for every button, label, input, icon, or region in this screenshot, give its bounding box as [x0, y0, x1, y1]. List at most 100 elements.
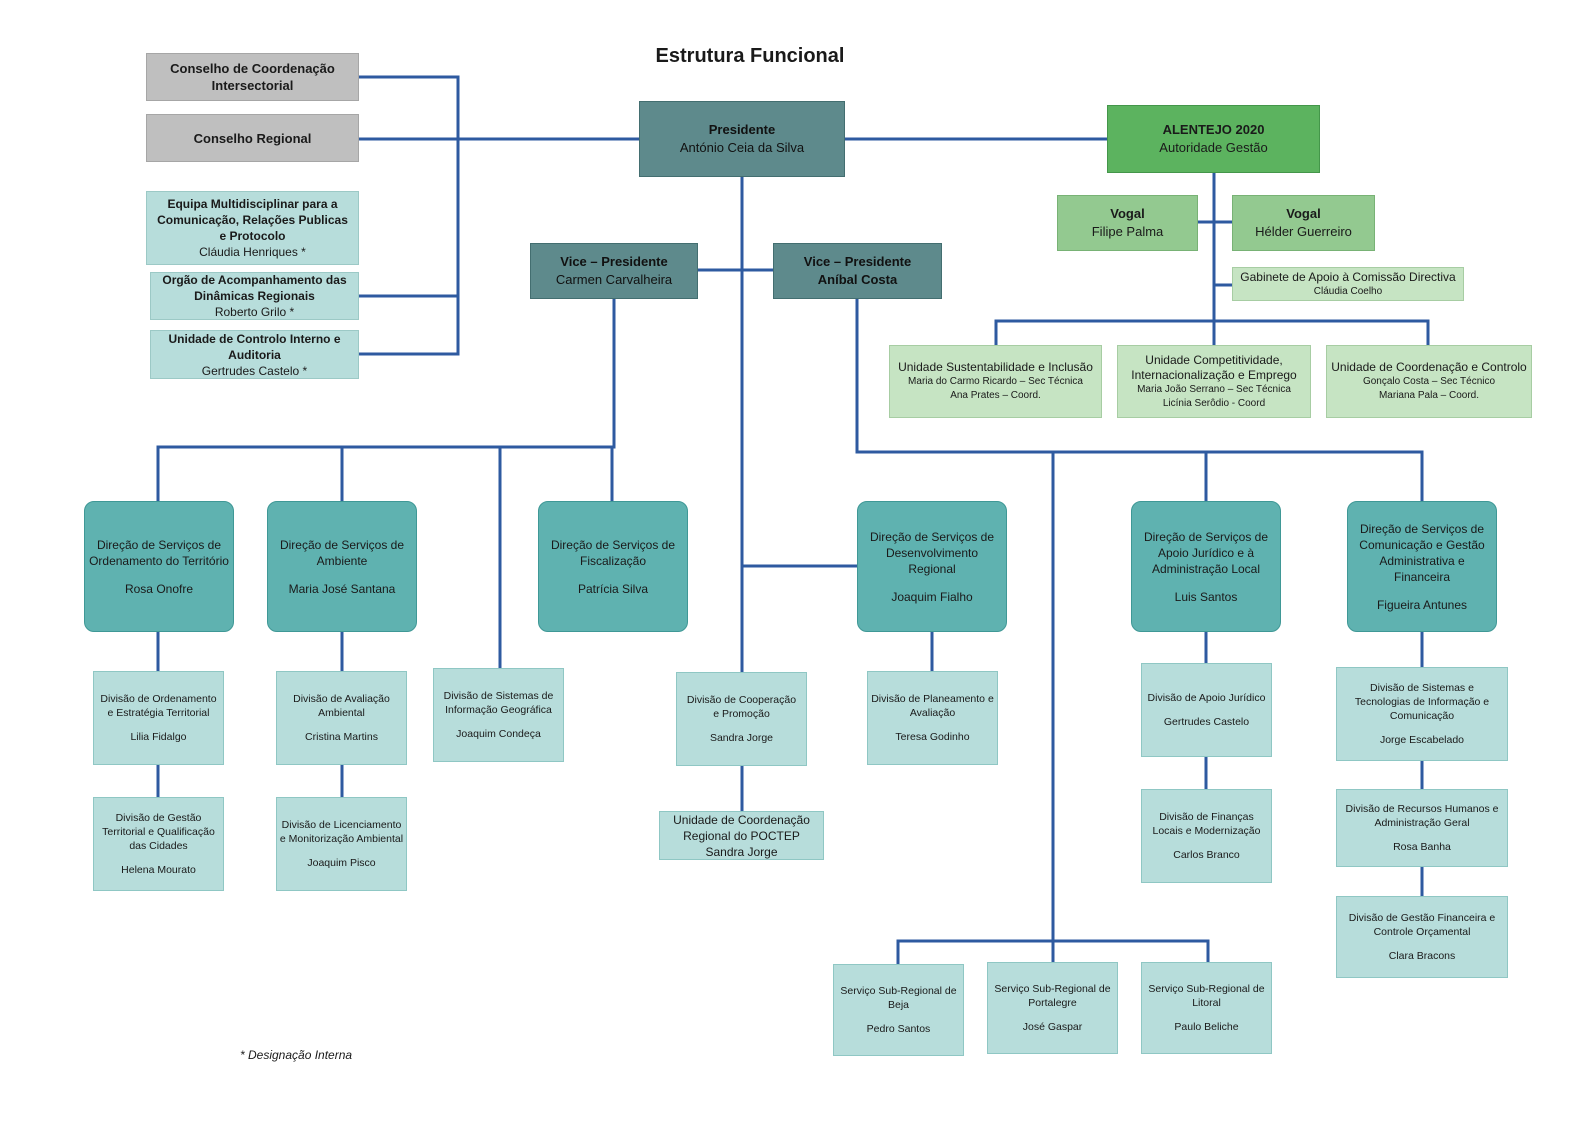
- unit-coordenacao-line2: Mariana Pala – Coord.: [1378, 390, 1480, 401]
- unit-poctep-person: Sandra Jorge: [705, 844, 778, 859]
- gabinete-box[interactable]: Gabinete de Apoio à Comissão Directiva C…: [1232, 267, 1464, 301]
- vice-president-1-box[interactable]: Vice – Presidente Carmen Carvalheira: [530, 243, 698, 299]
- unit-coordenacao-line1: Gonçalo Costa – Sec Técnico: [1362, 376, 1496, 387]
- staff-team-box[interactable]: Equipa Multidisciplinar para a Comunicaç…: [146, 191, 359, 265]
- service-beja[interactable]: Serviço Sub-Regional de Beja Pedro Santo…: [833, 964, 964, 1056]
- unit-competitividade-box[interactable]: Unidade Competitividade, Internacionaliz…: [1117, 345, 1311, 418]
- division-sistemas-tic[interactable]: Divisão de Sistemas e Tecnologias de Inf…: [1336, 667, 1508, 761]
- staff-control-person: Gertrudes Castelo *: [201, 363, 308, 378]
- division-licenciamento-person: Joaquim Pisco: [307, 857, 376, 869]
- unit-competitividade-line2: Licínia Serôdio - Coord: [1162, 397, 1266, 409]
- division-avaliacao-ambiental-person: Cristina Martins: [305, 731, 378, 743]
- direction-ordenamento-person: Rosa Onofre: [124, 581, 194, 596]
- service-litoral-person: Paulo Beliche: [1174, 1021, 1239, 1033]
- direction-ambiente-person: Maria José Santana: [288, 581, 396, 596]
- division-planeamento[interactable]: Divisão de Planeamento e Avaliação Teres…: [867, 671, 998, 765]
- direction-comunicacao-name: Direção de Serviços de Comunicação e Ges…: [1359, 521, 1485, 584]
- division-sistemas-tic-person: Jorge Escabelado: [1379, 734, 1465, 746]
- division-recursos-humanos-name: Divisão de Recursos Humanos e Administra…: [1345, 803, 1499, 829]
- staff-team-name: Equipa Multidisciplinar para a Comunicaç…: [157, 197, 348, 243]
- division-apoio-juridico-person: Gertrudes Castelo: [1163, 716, 1250, 728]
- division-financas-locais-person: Carlos Branco: [1173, 849, 1240, 861]
- division-planeamento-person: Teresa Godinho: [895, 731, 970, 743]
- service-litoral-name: Serviço Sub-Regional de Litoral: [1148, 983, 1265, 1009]
- council-coordination-label: Conselho de Coordenação Intersectorial: [170, 61, 335, 93]
- vice-president-1-name: Carmen Carvalheira: [555, 272, 673, 287]
- gabinete-name: Gabinete de Apoio à Comissão Directiva: [1240, 269, 1456, 284]
- division-cooperacao-name: Divisão de Cooperação e Promoção: [686, 694, 797, 720]
- unit-coordenacao-box[interactable]: Unidade de Coordenação e Controlo Gonçal…: [1326, 345, 1532, 418]
- staff-team-person: Cláudia Henriques *: [199, 245, 306, 259]
- direction-ambiente[interactable]: Direção de Serviços de Ambiente Maria Jo…: [267, 501, 417, 632]
- unit-sustentabilidade-name: Unidade Sustentabilidade e Inclusão: [898, 360, 1093, 374]
- alentejo-2020-box[interactable]: ALENTEJO 2020 Autoridade Gestão: [1107, 105, 1320, 173]
- service-beja-person: Pedro Santos: [866, 1023, 931, 1035]
- direction-ordenamento[interactable]: Direção de Serviços de Ordenamento do Te…: [84, 501, 234, 632]
- unit-competitividade-line1: Maria João Serrano – Sec Técnica: [1137, 383, 1291, 395]
- division-apoio-juridico[interactable]: Divisão de Apoio Jurídico Gertrudes Cast…: [1141, 663, 1272, 757]
- direction-desenvolvimento[interactable]: Direção de Serviços de Desenvolvimento R…: [857, 501, 1007, 632]
- council-regional[interactable]: Conselho Regional: [146, 114, 359, 162]
- direction-fiscalizacao[interactable]: Direção de Serviços de Fiscalização Patr…: [538, 501, 688, 632]
- unit-poctep[interactable]: Unidade de Coordenação Regional do POCTE…: [659, 811, 824, 860]
- division-avaliacao-ambiental-name: Divisão de Avaliação Ambiental: [293, 693, 390, 719]
- division-gestao-territorial-person: Helena Mourato: [121, 864, 196, 876]
- service-portalegre-name: Serviço Sub-Regional de Portalegre: [994, 983, 1111, 1009]
- direction-juridico-name: Direção de Serviços de Apoio Jurídico e …: [1143, 529, 1269, 576]
- gabinete-person: Cláudia Coelho: [1313, 285, 1383, 297]
- alentejo-2020-sub: Autoridade Gestão: [1159, 140, 1268, 155]
- president-name: António Ceia da Silva: [679, 140, 805, 155]
- service-portalegre-person: José Gaspar: [1022, 1021, 1083, 1033]
- division-ordenamento-territorial-person: Lilia Fidalgo: [130, 731, 187, 743]
- vogal-2-box[interactable]: Vogal Hélder Guerreiro: [1232, 195, 1375, 251]
- president-box[interactable]: Presidente António Ceia da Silva: [639, 101, 845, 177]
- unit-sustentabilidade-box[interactable]: Unidade Sustentabilidade e Inclusão Mari…: [889, 345, 1102, 418]
- alentejo-2020-name: ALENTEJO 2020: [1162, 122, 1265, 137]
- division-recursos-humanos-person: Rosa Banha: [1393, 841, 1451, 853]
- council-coordination[interactable]: Conselho de Coordenação Intersectorial: [146, 53, 359, 101]
- staff-observatory-box[interactable]: Orgão de Acompanhamento das Dinâmicas Re…: [150, 272, 359, 320]
- division-cooperacao[interactable]: Divisão de Cooperação e Promoção Sandra …: [676, 672, 807, 766]
- division-planeamento-name: Divisão de Planeamento e Avaliação: [871, 693, 994, 719]
- page-title: Estrutura Funcional: [655, 45, 845, 67]
- vogal-1-name: Filipe Palma: [1091, 224, 1164, 239]
- unit-poctep-name: Unidade de Coordenação Regional do POCTE…: [673, 812, 810, 843]
- unit-competitividade-name2: Internacionalização e Emprego: [1131, 367, 1297, 382]
- unit-sustentabilidade-line2: Ana Prates – Coord.: [950, 390, 1041, 401]
- service-portalegre[interactable]: Serviço Sub-Regional de Portalegre José …: [987, 962, 1118, 1054]
- unit-sustentabilidade-line1: Maria do Carmo Ricardo – Sec Técnica: [908, 376, 1083, 387]
- unit-coordenacao-name: Unidade de Coordenação e Controlo: [1331, 360, 1527, 374]
- vice-president-2-box[interactable]: Vice – Presidente Aníbal Costa: [773, 243, 942, 299]
- service-litoral[interactable]: Serviço Sub-Regional de Litoral Paulo Be…: [1141, 962, 1272, 1054]
- division-licenciamento[interactable]: Divisão de Licenciamento e Monitorização…: [276, 797, 407, 891]
- division-sig[interactable]: Divisão de Sistemas de Informação Geográ…: [433, 668, 564, 762]
- vogal-2-role: Vogal: [1286, 206, 1321, 221]
- staff-control-box[interactable]: Unidade de Controlo Interno e Auditoria …: [150, 330, 359, 379]
- direction-fiscalizacao-name: Direção de Serviços de Fiscalização: [550, 537, 676, 568]
- direction-ordenamento-name: Direção de Serviços de Ordenamento do Te…: [89, 537, 229, 568]
- direction-juridico-person: Luis Santos: [1174, 589, 1238, 604]
- vice-president-1-role: Vice – Presidente: [560, 254, 668, 269]
- division-sistemas-tic-name: Divisão de Sistemas e Tecnologias de Inf…: [1354, 682, 1490, 722]
- direction-desenvolvimento-name: Direção de Serviços de Desenvolvimento R…: [869, 529, 995, 576]
- direction-juridico[interactable]: Direção de Serviços de Apoio Jurídico e …: [1131, 501, 1281, 632]
- staff-control-name: Unidade de Controlo Interno e Auditoria: [168, 331, 341, 362]
- vogal-1-box[interactable]: Vogal Filipe Palma: [1057, 195, 1198, 251]
- division-ordenamento-territorial[interactable]: Divisão de Ordenamento e Estratégia Terr…: [93, 671, 224, 765]
- division-sig-name: Divisão de Sistemas de Informação Geográ…: [443, 690, 554, 716]
- division-recursos-humanos[interactable]: Divisão de Recursos Humanos e Administra…: [1336, 789, 1508, 867]
- service-beja-name: Serviço Sub-Regional de Beja: [840, 985, 957, 1011]
- division-gestao-financeira[interactable]: Divisão de Gestão Financeira e Controle …: [1336, 896, 1508, 978]
- division-avaliacao-ambiental[interactable]: Divisão de Avaliação Ambiental Cristina …: [276, 671, 407, 765]
- division-gestao-territorial[interactable]: Divisão de Gestão Territorial e Qualific…: [93, 797, 224, 891]
- division-financas-locais[interactable]: Divisão de Finanças Locais e Modernizaçã…: [1141, 789, 1272, 883]
- division-gestao-territorial-name: Divisão de Gestão Territorial e Qualific…: [102, 812, 215, 852]
- vice-president-2-name: Aníbal Costa: [817, 272, 898, 287]
- direction-ambiente-name: Direção de Serviços de Ambiente: [279, 537, 405, 568]
- direction-desenvolvimento-person: Joaquim Fialho: [891, 589, 973, 604]
- division-financas-locais-name: Divisão de Finanças Locais e Modernizaçã…: [1152, 811, 1261, 837]
- direction-comunicacao-person: Figueira Antunes: [1376, 597, 1468, 612]
- direction-comunicacao[interactable]: Direção de Serviços de Comunicação e Ges…: [1347, 501, 1497, 632]
- vice-president-2-role: Vice – Presidente: [803, 254, 912, 269]
- direction-fiscalizacao-person: Patrícia Silva: [577, 581, 649, 596]
